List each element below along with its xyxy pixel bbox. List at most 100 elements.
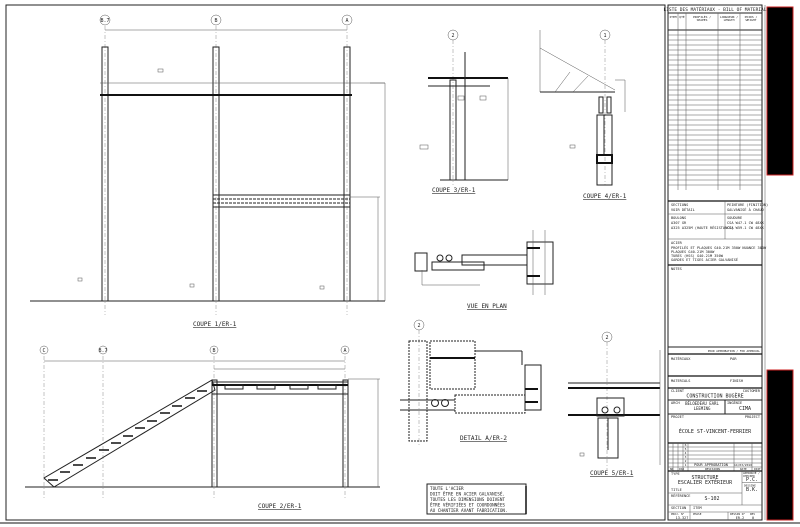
note-line: TOUTES LES DIMENSIONS DOIVENT <box>430 497 505 503</box>
grid-bubble-b7: B.7 <box>98 348 107 354</box>
grid-bubble: 2 <box>417 323 420 329</box>
svg-text:GARDES ET TIGES ACIER GALVAN: GARDES ET TIGES ACIER GALVANISÉ <box>671 257 738 262</box>
client-name: CONSTRUCTION BUGÈRE <box>686 392 743 400</box>
checked-by: P.C. <box>746 477 758 483</box>
column <box>211 379 218 488</box>
bom-header: PROFILÉS / SHAPES <box>692 15 712 23</box>
grid-bubble-b: B <box>214 18 217 24</box>
view-coupe-5: 2 COUPE 5/ER-1 <box>568 331 661 477</box>
bom-header: POIDS / WEIGHT <box>744 15 758 23</box>
svg-text:RÉFÉRENCE: RÉFÉRENCE <box>671 493 690 498</box>
svg-text:ITEM: ITEM <box>693 506 702 510</box>
svg-text:INGÉNIE: INGÉNIE <box>727 400 742 405</box>
view-label: COUPE 5/ER-1 <box>590 470 634 477</box>
svg-text:1: 1 <box>685 463 687 467</box>
note-line: ÊTRE VÉRIFIÉES ET COORDONNÉES <box>430 501 505 509</box>
stamp-caption: POUR APPROBATION / FOR APPROVAL <box>708 349 761 353</box>
bom-title: LISTE DES MATÉRIAUX - BILL OF MATERIAL <box>664 5 767 13</box>
grid-bubble: 1 <box>603 33 606 39</box>
svg-text:PAR: PAR <box>730 357 737 361</box>
spec-heading: ACIER <box>671 241 683 245</box>
stair-stringer <box>43 379 216 488</box>
view-detail-a: 2 DETAIL A/ER-2 <box>400 319 542 445</box>
engineer-name: CIMA <box>739 406 751 412</box>
svg-text:6: 6 <box>685 443 687 447</box>
project-number: 13.327 <box>676 516 689 520</box>
grid-bubble-c: C <box>42 348 45 354</box>
drawing-type: STRUCTURE <box>691 475 718 481</box>
spec-heading: SOUDURE <box>727 216 742 220</box>
view-label: COUPE 1/ER-1 <box>193 321 237 328</box>
svg-text:DATE: DATE <box>740 467 747 471</box>
sheet-border <box>5 4 666 521</box>
svg-text:TITLE: TITLE <box>671 488 682 492</box>
view-coupe-1: B.7 B A COUPE 1/ER-1 <box>30 14 386 328</box>
drawing-title: ESCALIER EXTÉRIEUR <box>678 478 733 486</box>
svg-text:A307 GR: A307 GR <box>671 221 687 225</box>
svg-text:PAR: PAR <box>679 467 684 471</box>
grid-bubbles: B.7 B A <box>99 14 353 26</box>
platform-beam <box>211 381 349 395</box>
note-line: DOIT ÊTRE EN ACIER GALVANISÉ. <box>430 490 505 498</box>
title-block: POUR APPROBATION / FOR APPROVAL MATÉRIAU… <box>668 346 762 520</box>
svg-text:A325 A325M (HAUTE RÉSISTANCE): A325 A325M (HAUTE RÉSISTANCE) <box>671 225 734 230</box>
svg-text:INIT: INIT <box>754 467 761 471</box>
svg-text:PHASE: PHASE <box>693 512 702 516</box>
grid-bubble: 2 <box>605 335 608 341</box>
view-plan: VUE EN PLAN <box>414 230 554 310</box>
svg-text:DESSINÉ: DESSINÉ <box>744 483 756 488</box>
view-label: VUE EN PLAN <box>467 303 507 310</box>
svg-text:PROJET: PROJET <box>671 415 685 419</box>
svg-text:MATERIALS: MATERIALS <box>671 379 690 383</box>
svg-text:CSA W59.1 CW 48XX: CSA W59.1 CW 48XX <box>727 226 765 230</box>
revision-date: 14/03/2016 <box>734 463 752 467</box>
side-bar-top <box>766 6 794 176</box>
svg-text:FINISH: FINISH <box>730 379 743 383</box>
svg-text:PROJ. N°: PROJ. N° <box>671 512 685 516</box>
spec-heading: BOULONS <box>671 216 686 220</box>
svg-text:CSA W47.1 CW 48XX: CSA W47.1 CW 48XX <box>727 221 765 225</box>
beam <box>454 394 526 414</box>
stair-treads <box>48 390 207 481</box>
grid-bubble-b7: B.7 <box>100 18 109 24</box>
architect-name: BÉLOEDEAU EARL LEEMING <box>685 401 719 411</box>
svg-text:TYPE: TYPE <box>671 472 680 476</box>
revision-number: 0 <box>752 516 754 520</box>
svg-text:PROJECT: PROJECT <box>745 415 761 419</box>
spec-heading: NOTES <box>671 267 682 271</box>
view-coupe-4: 1 COUPE 4/ER-1 <box>539 29 627 200</box>
svg-text:SECTION: SECTION <box>671 506 686 510</box>
svg-text:PLAQUES G40.21M 300W: PLAQUES G40.21M 300W <box>671 250 715 254</box>
view-label: DETAIL A/ER-2 <box>460 435 507 442</box>
svg-text:VOIR DÉTAIL: VOIR DÉTAIL <box>671 207 695 212</box>
note-line: AU CHANTIER AVANT FABRICATION. <box>430 508 508 514</box>
svg-text:NO: NO <box>670 467 674 471</box>
view-coupe-3: 2 COUPE 3/ER-1 <box>419 29 509 194</box>
project-name: ÉCOLE ST-VINCENT-FERRIER <box>679 427 752 435</box>
view-label: COUPE 2/ER-1 <box>258 503 302 510</box>
svg-text:TUBES (HSS) G40.21M 350W: TUBES (HSS) G40.21M 350W <box>671 254 724 258</box>
svg-text:CLIENT: CLIENT <box>671 389 685 393</box>
side-bar-bottom <box>766 369 794 521</box>
note-line: TOUTE L'ACIER <box>430 486 464 492</box>
svg-text:ARCH: ARCH <box>671 401 680 405</box>
svg-text:REV: REV <box>750 512 755 516</box>
svg-text:PROFILÉS ET PLAQUES G40.21M: PROFILÉS ET PLAQUES G40.21M 350W NUANCE … <box>671 245 767 250</box>
svg-text:CUSTOMER: CUSTOMER <box>743 389 761 393</box>
svg-text:2: 2 <box>685 459 687 463</box>
specifications: SECTIONS VOIR DÉTAIL PEINTURE (FINITION)… <box>668 201 768 271</box>
svg-text:3: 3 <box>685 455 687 459</box>
platform-beam <box>212 194 351 208</box>
svg-text:DESSIN N°: DESSIN N° <box>730 512 745 516</box>
svg-text:5: 5 <box>685 447 687 451</box>
bill-of-material: LISTE DES MATÉRIAUX - BILL OF MATERIAL <box>664 4 767 521</box>
general-notes-box: TOUTE L'ACIER DOIT ÊTRE EN ACIER GALVANI… <box>426 483 527 515</box>
svg-text:MATÉRIAUX: MATÉRIAUX <box>671 356 691 361</box>
grid-bubble-a: A <box>345 18 348 24</box>
reference-number: S-102 <box>704 496 719 502</box>
column <box>408 340 428 442</box>
svg-text:GALVANISÉ À CHAUD: GALVANISÉ À CHAUD <box>727 207 764 212</box>
bom-header: ITEM <box>669 15 677 19</box>
column <box>342 379 349 488</box>
